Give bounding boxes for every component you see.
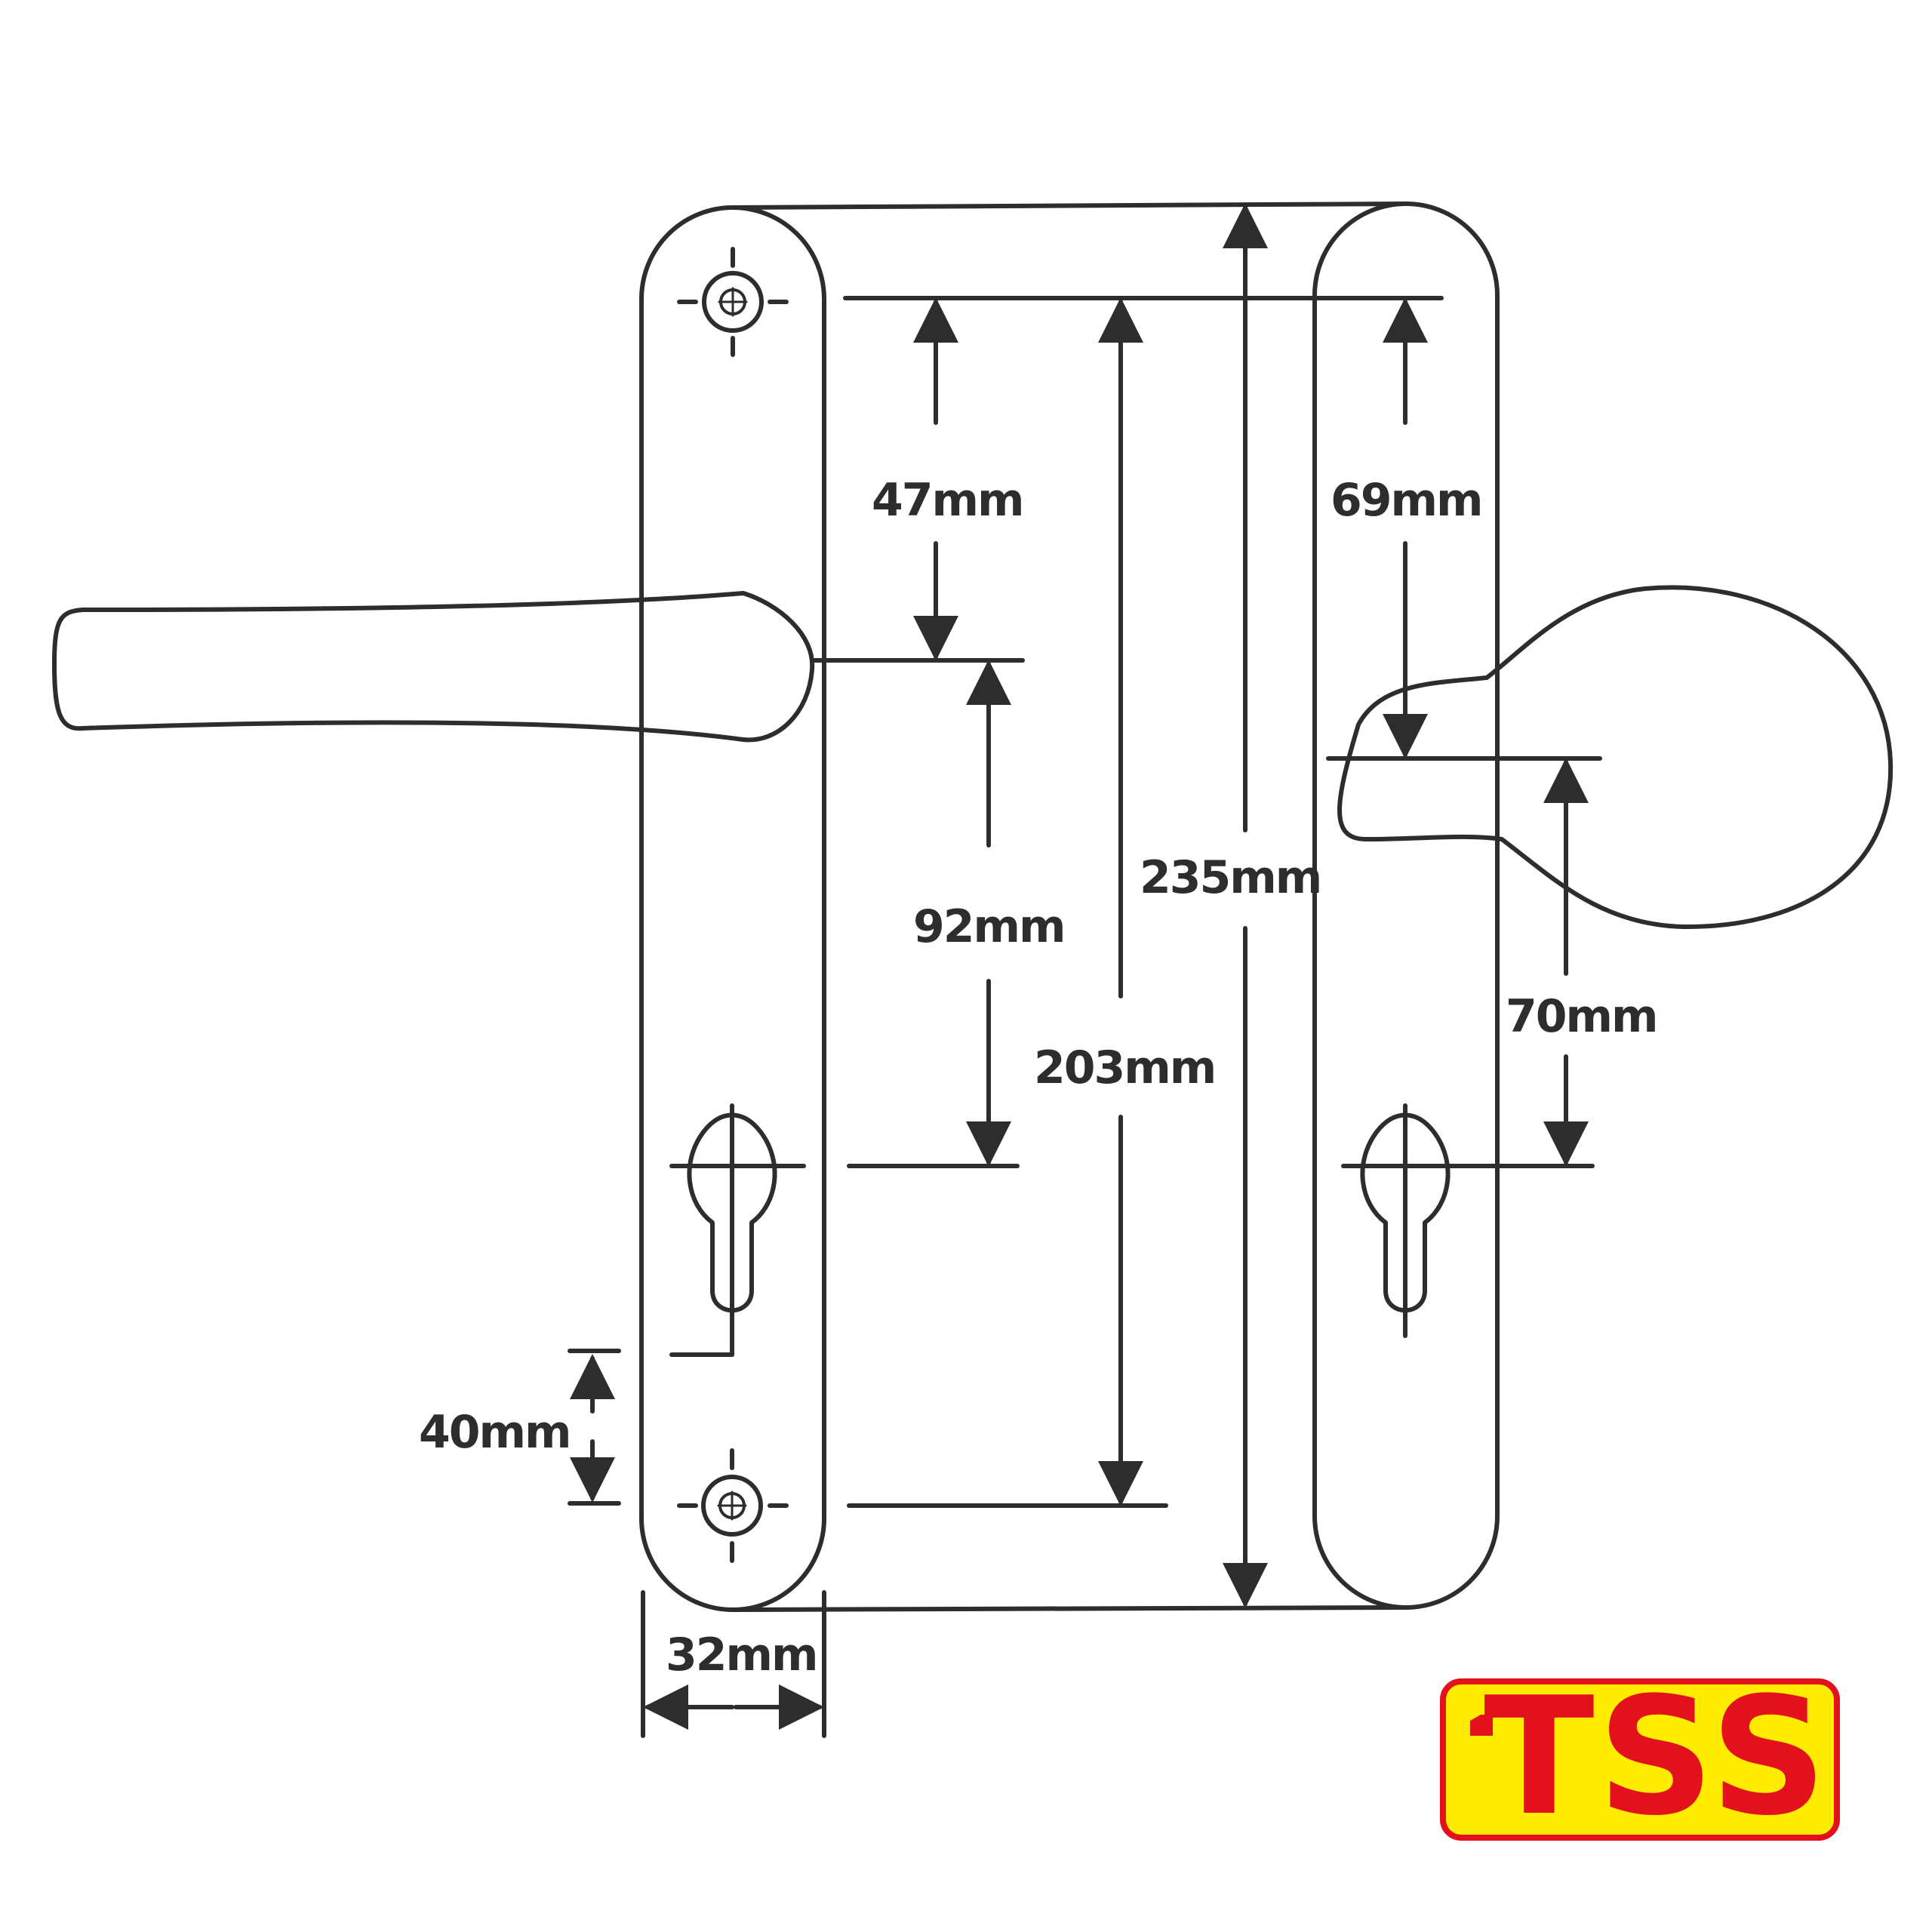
- label-32mm: 32mm: [666, 1629, 817, 1681]
- label-70mm: 70mm: [1506, 990, 1657, 1043]
- logo-text: TSS: [1484, 1662, 1830, 1851]
- lever-handle: [52, 591, 815, 743]
- left-keyhole: [669, 1103, 806, 1357]
- outer-top-line: [730, 202, 1407, 210]
- label-69mm: 69mm: [1331, 474, 1482, 527]
- label-203mm: 203mm: [1034, 1041, 1215, 1094]
- label-40mm: 40mm: [419, 1406, 571, 1459]
- knob-handle: [1337, 585, 1894, 930]
- logo-key-icon: [1470, 1715, 1493, 1736]
- label-92mm: 92mm: [913, 900, 1065, 953]
- left-backplate: [639, 205, 826, 1612]
- label-235mm: 235mm: [1140, 851, 1321, 904]
- outer-bottom-line: [730, 1605, 1407, 1612]
- bottom-screw-hole: [677, 1448, 789, 1563]
- tss-logo: TSS: [1440, 1662, 1840, 1851]
- top-screw-hole: [677, 247, 789, 357]
- label-47mm: 47mm: [872, 474, 1023, 527]
- right-keyhole: [1341, 1103, 1595, 1338]
